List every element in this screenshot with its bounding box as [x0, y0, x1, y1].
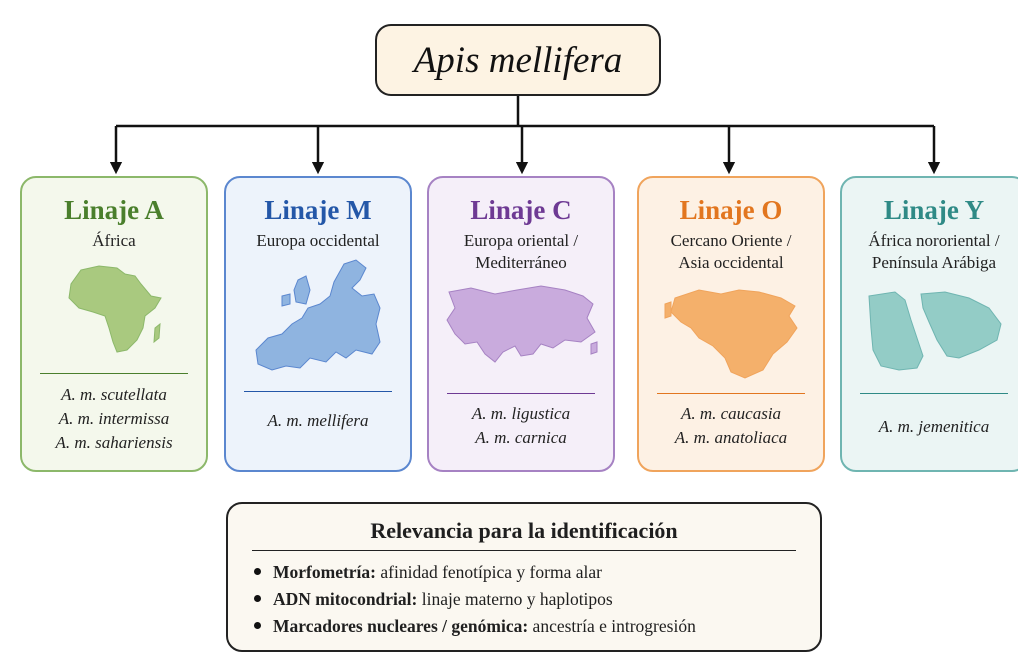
relevance-title: Relevancia para la identificación: [370, 518, 678, 543]
card-divider: [447, 393, 595, 394]
relevance-item: Morfometría: afinidad fenotípica y forma…: [254, 559, 820, 586]
subspecies-item: A. m. mellifera: [267, 411, 369, 430]
card-divider: [40, 373, 188, 374]
lineage-title: Linaje C: [470, 195, 572, 225]
relevance-list: Morfometría: afinidad fenotípica y forma…: [228, 559, 820, 640]
subspecies-item: A. m. jemenitica: [878, 417, 990, 436]
subspecies-list: A. m. ligustica A. m. carnica: [429, 402, 613, 450]
lineage-title: Linaje Y: [883, 195, 985, 225]
root-node: Apis mellifera: [375, 24, 661, 96]
relevance-item: ADN mitocondrial: linaje materno y haplo…: [254, 586, 820, 613]
relevance-desc: ancestría e introgresión: [528, 616, 696, 636]
bullet-icon: [254, 568, 261, 576]
card-divider: [657, 393, 805, 394]
lineage-title: Linaje A: [64, 195, 164, 225]
region-line: Europa oriental /: [463, 231, 579, 250]
subspecies-item: A. m. caucasia: [680, 404, 782, 423]
lineage-region: Europa occidental: [226, 230, 410, 252]
lineage-card-m: Linaje M Europa occidental A. m. mellife…: [224, 176, 412, 472]
root-label: Apis mellifera: [413, 39, 623, 81]
lineage-title: Linaje O: [679, 195, 783, 225]
lineage-region: Cercano Oriente / Asia occidental: [639, 230, 823, 274]
subspecies-list: A. m. scutellata A. m. intermissa A. m. …: [22, 383, 206, 455]
lineage-card-y: Linaje Y África nororiental / Península …: [840, 176, 1018, 472]
region-line: Península Arábiga: [871, 253, 997, 272]
card-divider: [860, 393, 1008, 394]
subspecies-item: A. m. sahariensis: [55, 433, 173, 452]
subspecies-item: A. m. scutellata: [61, 385, 167, 404]
subspecies-item: A. m. carnica: [475, 428, 567, 447]
near-east-map: [639, 284, 823, 384]
relevance-divider: [252, 550, 796, 551]
relevance-desc: afinidad fenotípica y forma alar: [376, 562, 602, 582]
western-europe-map: [226, 258, 410, 382]
region-line: Asia occidental: [678, 253, 784, 272]
lineage-card-c: Linaje C Europa oriental / Mediterráneo …: [427, 176, 615, 472]
eastern-europe-map: [429, 282, 613, 366]
region-line: África nororiental /: [868, 231, 1000, 250]
lineage-region: África nororiental / Península Arábiga: [842, 230, 1018, 274]
relevance-desc: linaje materno y haplotipos: [417, 589, 613, 609]
arabia-map: [842, 284, 1018, 374]
lineage-card-o: Linaje O Cercano Oriente / Asia occident…: [637, 176, 825, 472]
region-line: Europa occidental: [256, 231, 380, 250]
bullet-icon: [254, 622, 261, 630]
relevance-term: Morfometría:: [273, 562, 376, 582]
relevance-panel: Relevancia para la identificación Morfom…: [226, 502, 822, 652]
bullet-icon: [254, 595, 261, 603]
region-line: Cercano Oriente /: [670, 231, 792, 250]
subspecies-item: A. m. ligustica: [471, 404, 571, 423]
subspecies-item: A. m. anatoliaca: [674, 428, 788, 447]
subspecies-list: A. m. jemenitica: [842, 415, 1018, 439]
card-divider: [244, 391, 392, 392]
region-line: Mediterráneo: [475, 253, 567, 272]
subspecies-item: A. m. intermissa: [58, 409, 170, 428]
subspecies-list: A. m. mellifera: [226, 409, 410, 433]
lineage-title: Linaje M: [264, 195, 372, 225]
relevance-item: Marcadores nucleares / genómica: ancestr…: [254, 613, 820, 640]
africa-map: [22, 262, 206, 358]
lineage-region: Europa oriental / Mediterráneo: [429, 230, 613, 274]
subspecies-list: A. m. caucasia A. m. anatoliaca: [639, 402, 823, 450]
relevance-term: Marcadores nucleares / genómica:: [273, 616, 529, 636]
region-line: África: [92, 231, 136, 250]
relevance-term: ADN mitocondrial:: [273, 589, 418, 609]
lineage-region: África: [22, 230, 206, 252]
lineage-card-a: Linaje A África A. m. scutellata A. m. i…: [20, 176, 208, 472]
